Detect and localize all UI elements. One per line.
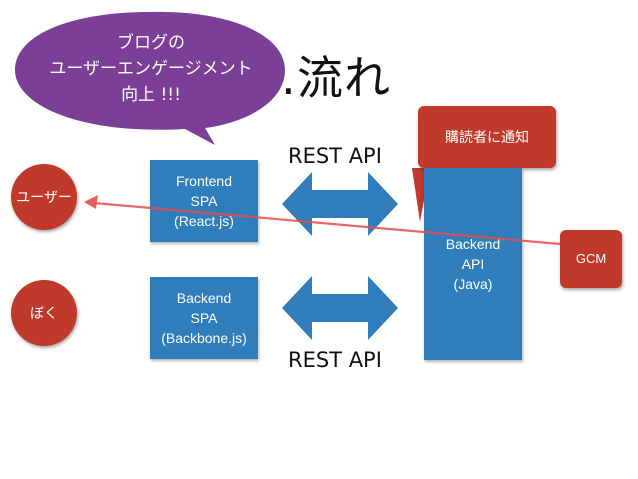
backend-spa-box: Backend SPA (Backbone.js) xyxy=(150,277,258,359)
backend-spa-line-2: SPA xyxy=(190,310,218,326)
user-label: ユーザー xyxy=(16,189,72,205)
rest-bottom-arrow xyxy=(282,276,398,340)
frontend-spa-box: Frontend SPA (React.js) xyxy=(150,160,258,242)
notify-subscribers-box: 購読者に通知 xyxy=(418,106,556,168)
backend-api-line-2: API xyxy=(461,256,485,272)
speech-bubble: ブログの ユーザーエンゲージメント 向上 !!! xyxy=(20,30,282,108)
frontend-line-3: (React.js) xyxy=(174,213,234,229)
backend-spa-line-1: Backend xyxy=(176,290,232,306)
frontend-line-2: SPA xyxy=(190,193,218,209)
rest-api-label-bottom: REST API xyxy=(288,348,382,372)
bubble-line-3: 向上 !!! xyxy=(121,85,181,105)
bubble-line-2: ユーザーエンゲージメント xyxy=(49,59,253,79)
gcm-label: GCM xyxy=(575,251,607,266)
bubble-line-1: ブログの xyxy=(117,33,185,53)
user-node: ユーザー xyxy=(11,164,77,230)
notify-label: 購読者に通知 xyxy=(445,129,529,145)
rest-api-label-top: REST API xyxy=(288,144,382,168)
frontend-line-1: Frontend xyxy=(175,173,233,189)
backend-api-line-1: Backend xyxy=(445,236,501,252)
gcm-node: GCM xyxy=(560,230,622,288)
backend-api-box: Backend API (Java) xyxy=(424,168,522,360)
boku-label: ぼく xyxy=(30,305,58,321)
backend-api-line-3: (Java) xyxy=(453,276,493,292)
boku-node: ぼく xyxy=(11,280,77,346)
backend-spa-line-3: (Backbone.js) xyxy=(161,330,247,346)
